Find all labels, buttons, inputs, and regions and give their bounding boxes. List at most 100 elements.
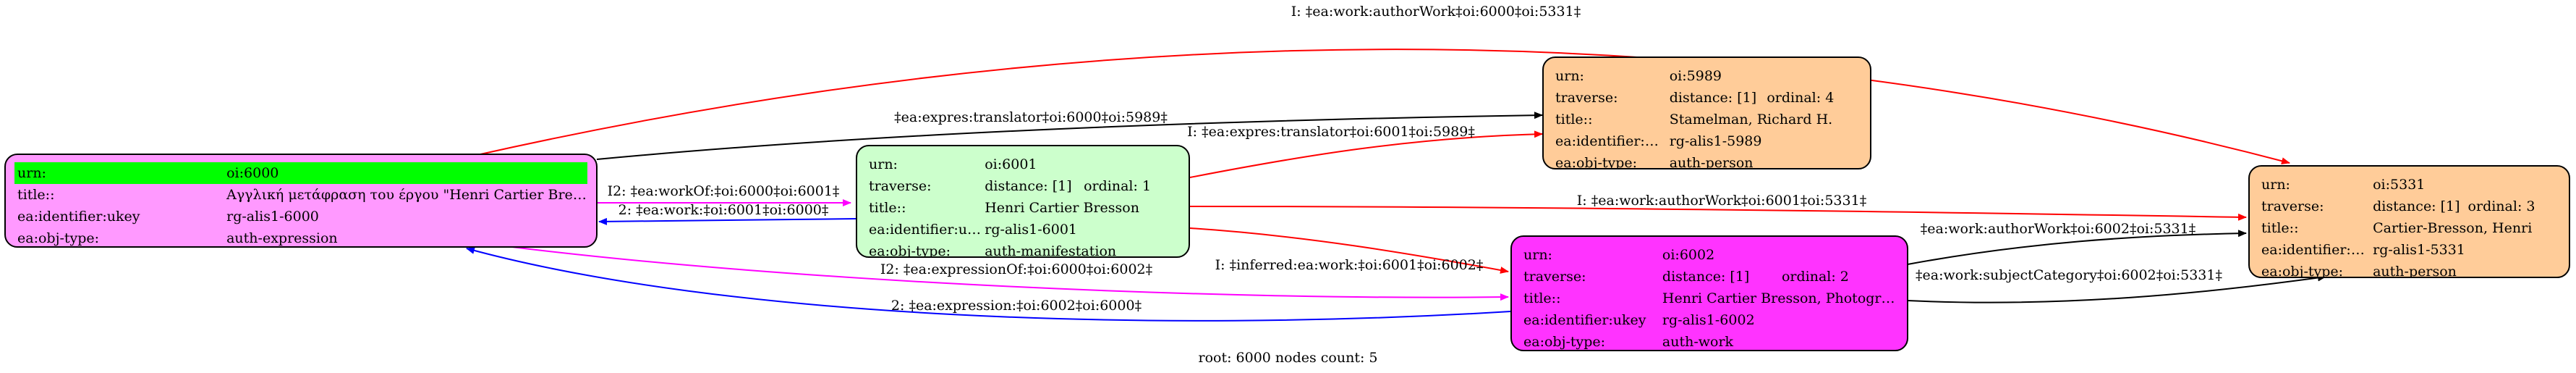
urn-value: oi:5331 [2373, 177, 2426, 193]
edge-6002-6000-expression [466, 247, 1511, 322]
traverse-distance: distance: [1] [985, 178, 1072, 194]
ukey-label: ea:identifier:ukey [869, 222, 982, 238]
type-value: auth-expression [226, 230, 338, 246]
title-label: title:: [2261, 220, 2299, 236]
node-traverse-row: traverse: distance: [1] ordinal: 2 [1521, 266, 1898, 288]
node-title-row: title::Henri Cartier Bresson, Photograph… [1521, 288, 1898, 309]
type-value: auth-person [1669, 155, 1754, 169]
node-title-row: title::Henri Cartier Bresson [866, 197, 1180, 219]
title-value: Henri Cartier Bresson [985, 200, 1139, 216]
traverse-ordinal: ordinal: 2 [1781, 269, 1849, 285]
node-ukey-row: ea:identifier:ukey rg-alis1-6002 [1521, 309, 1898, 331]
node-title-row: title::Αγγλική μετάφραση του έργου "Henr… [14, 184, 587, 206]
type-label: ea:obj-type: [1523, 334, 1606, 350]
graph-footer: root: 6000 nodes count: 5 [1198, 350, 1378, 366]
title-value: Αγγλική μετάφραση του έργου "Henri Carti… [226, 187, 587, 203]
traverse-distance: distance: [1] [1662, 269, 1750, 285]
node-type-row: ea:obj-type: auth-work [1521, 331, 1898, 350]
edge-6000-5331-authorwork [473, 49, 2290, 165]
ukey-label: ea:identifier:ukey [17, 209, 140, 225]
node-6001[interactable]: urn: oi:6001 traverse: distance: [1] ordina… [856, 145, 1190, 258]
edge-label: I: ‡ea:work:authorWork‡oi:6001‡oi:5331‡ [1577, 193, 1866, 209]
edge-label: 2: ‡ea:work:‡oi:6001‡oi:6000‡ [619, 202, 829, 218]
urn-value: oi:6001 [985, 156, 1037, 172]
node-traverse-row: traverse: distance: [1] ordinal: 4 [1552, 87, 1861, 109]
edge-label: I2: ‡ea:workOf:‡oi:6000‡oi:6001‡ [608, 183, 840, 199]
edge-label: I: ‡ea:expres:translator‡oi:6001‡oi:5989… [1187, 124, 1475, 140]
urn-label: urn: [1523, 247, 1552, 263]
edge-label: I: ‡inferred:ea:work:‡oi:6001‡oi:6002‡ [1215, 257, 1484, 273]
traverse-ordinal: ordinal: 3 [2467, 198, 2535, 214]
edge-6001-6000-work [598, 217, 856, 225]
type-label: ea:obj-type: [869, 243, 951, 258]
type-value: auth-work [1662, 334, 1734, 350]
title-value: Henri Cartier Bresson, Photographe [1662, 290, 1898, 306]
traverse-label: traverse: [2261, 198, 2324, 214]
title-label: title:: [17, 187, 55, 203]
traverse-distance: distance: [1] [2373, 198, 2460, 214]
node-6000[interactable]: urn:oi:6000 title::Αγγλική μετάφραση του… [4, 154, 598, 248]
node-title-row: title::Cartier-Bresson, Henri [2258, 217, 2560, 239]
type-value: auth-manifestation [985, 243, 1117, 258]
traverse-label: traverse: [1555, 90, 1618, 106]
edge-6000-6002-expressionof [506, 246, 1509, 301]
ukey-value: rg-alis1-6002 [1662, 312, 1755, 328]
type-label: ea:obj-type: [17, 230, 100, 246]
traverse-label: traverse: [869, 178, 932, 194]
title-value: Cartier-Bresson, Henri [2373, 220, 2533, 236]
type-label: ea:obj-type: [2261, 264, 2344, 278]
traverse-label: traverse: [1523, 269, 1586, 285]
ukey-value: rg-alis1-5331 [2373, 242, 2465, 258]
node-type-row: ea:obj-type: auth-expression [14, 227, 587, 246]
urn-label: urn: [14, 162, 224, 184]
edge-6002-5331-authorwork [1907, 230, 2247, 265]
edge-label: I2: ‡ea:expressionOf:‡oi:6000‡oi:6002‡ [880, 261, 1152, 277]
title-label: title:: [869, 200, 906, 216]
node-type-row: ea:obj-type: auth-manifestation [866, 240, 1180, 258]
urn-value: oi:6002 [1662, 247, 1715, 263]
ukey-value: rg-alis1-6000 [226, 209, 319, 225]
edge-6001-6002-inferred [1189, 227, 1509, 274]
node-traverse-row: traverse: distance: [1] ordinal: 3 [2258, 196, 2560, 217]
node-urn-row: urn:oi:6000 [14, 162, 587, 184]
node-traverse-row: traverse: distance: [1] ordinal: 1 [866, 175, 1180, 197]
node-urn-row: urn: oi:6002 [1521, 244, 1898, 266]
ukey-value: rg-alis1-6001 [985, 222, 1077, 238]
traverse-distance: distance: [1] [1669, 90, 1757, 106]
title-value: Stamelman, Richard H. [1669, 112, 1833, 127]
edge-label: I: ‡ea:work:authorWork‡oi:6000‡oi:5331‡ [1291, 4, 1581, 20]
ukey-value: rg-alis1-5989 [1669, 133, 1762, 149]
node-5989[interactable]: urn: oi:5989 traverse: distance: [1] ordina… [1542, 56, 1871, 169]
title-label: title:: [1555, 112, 1593, 127]
node-type-row: ea:obj-type: auth-person [2258, 261, 2560, 278]
node-ukey-row: ea:identifier:ukey rg-alis1-6000 [14, 206, 587, 227]
node-urn-row: urn: oi:6001 [866, 154, 1180, 175]
node-type-row: ea:obj-type: auth-person [1552, 152, 1861, 169]
edge-6001-5989-translator [1189, 130, 1543, 178]
traverse-ordinal: ordinal: 1 [1084, 178, 1152, 194]
ukey-label: ea:identifier:ukey [1523, 312, 1646, 328]
node-urn-row: urn: oi:5989 [1552, 65, 1861, 87]
traverse-ordinal: ordinal: 4 [1767, 90, 1835, 106]
edge-6001-5331-authorwork [1189, 206, 2247, 221]
ukey-label: ea:identifier:ukey [2261, 242, 2370, 258]
type-label: ea:obj-type: [1555, 155, 1638, 169]
urn-label: urn: [869, 156, 898, 172]
type-value: auth-person [2373, 264, 2457, 278]
ukey-label: ea:identifier:ukey [1555, 133, 1667, 149]
edge-label: 2: ‡ea:expression:‡oi:6002‡oi:6000‡ [891, 298, 1142, 314]
urn-value: oi:6000 [224, 162, 587, 184]
edge-label: ‡ea:work:authorWork‡oi:6002‡oi:5331‡ [1921, 221, 2195, 237]
title-label: title:: [1523, 290, 1561, 306]
node-title-row: title::Stamelman, Richard H. [1552, 109, 1861, 130]
urn-value: oi:5989 [1669, 68, 1722, 84]
node-6002[interactable]: urn: oi:6002 traverse: distance: [1] ordina… [1510, 235, 1908, 351]
node-5331[interactable]: urn:oi:5331 traverse: distance: [1] ordina… [2248, 165, 2570, 278]
node-urn-row: urn:oi:5331 [2258, 174, 2560, 196]
edge-6000-5989-translator [596, 112, 1543, 160]
edge-label: ‡ea:work:subjectCategory‡oi:6002‡oi:5331… [1916, 267, 2222, 283]
urn-label: urn: [1555, 68, 1584, 84]
